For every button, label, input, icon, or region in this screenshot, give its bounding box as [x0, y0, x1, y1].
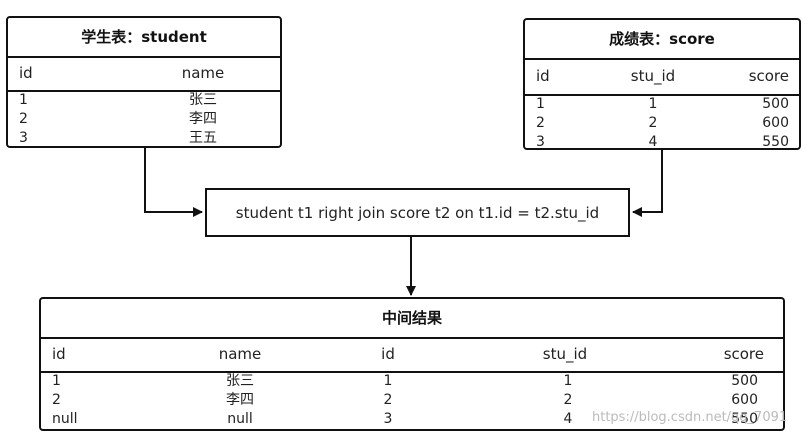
cell-id: 2 [52, 392, 61, 408]
cell-score: 550 [731, 411, 758, 427]
cell-id: 1 [52, 373, 61, 389]
cell-stu-id: 2 [648, 115, 658, 131]
col-header-id: id [52, 345, 66, 363]
score-table-title: 成绩表：score [525, 20, 799, 60]
table-row: 2 2 600 [525, 114, 799, 133]
col-header-id: id [536, 67, 550, 85]
col-header-score: score [748, 67, 789, 85]
cell-stu-id: 1 [563, 373, 573, 389]
cell-stu-id: 4 [563, 411, 573, 427]
cell-name: null [227, 411, 253, 427]
col-header-stu-id: stu_id [542, 345, 588, 363]
cell-id-2: 1 [383, 373, 393, 389]
arrow-score-to-join [632, 150, 663, 217]
table-row: 3 王五 [8, 129, 280, 148]
col-header-stu-id: stu_id [630, 67, 676, 85]
student-table-body: 1 张三 2 李四 3 王五 [8, 91, 280, 148]
cell-stu-id: 1 [648, 96, 658, 112]
table-row: 1 1 500 [525, 95, 799, 114]
cell-id-2: 3 [383, 411, 393, 427]
table-row: 2 李四 [8, 110, 280, 129]
student-table-header: id name [8, 56, 280, 92]
watermark: https://blog.csdn.net/qq_7091 [592, 410, 788, 425]
cell-stu-id: 2 [563, 392, 573, 408]
cell-id: null [52, 411, 78, 427]
cell-name: 李四 [226, 392, 254, 408]
cell-name: 李四 [189, 111, 217, 127]
col-header-id-2: id [381, 345, 395, 363]
table-row: null null 3 4 550 [41, 410, 783, 429]
table-row: 1 张三 1 1 500 [41, 372, 783, 391]
student-table: 学生表：student id name 1 张三 2 李四 3 王五 [6, 16, 282, 148]
cell-score: 500 [762, 96, 789, 112]
result-table-header: id name id stu_id score [41, 337, 783, 373]
cell-id: 1 [19, 92, 28, 108]
score-table: 成绩表：score id stu_id score 1 1 500 2 2 60… [523, 18, 801, 150]
table-row: 2 李四 2 2 600 [41, 391, 783, 410]
join-operation-label: student t1 right join score t2 on t1.id … [235, 203, 600, 222]
result-table-body: 1 张三 1 1 500 2 李四 2 2 600 null null 3 4 … [41, 372, 783, 429]
cell-id: 3 [536, 134, 545, 150]
cell-score: 500 [731, 373, 758, 389]
cell-id: 2 [536, 115, 545, 131]
table-row: 1 张三 [8, 91, 280, 110]
join-operation-box: student t1 right join score t2 on t1.id … [205, 188, 630, 237]
cell-id: 3 [19, 130, 28, 146]
cell-score: 600 [762, 115, 789, 131]
score-table-header: id stu_id score [525, 58, 799, 96]
col-header-name: name [181, 64, 225, 82]
cell-id-2: 2 [383, 392, 393, 408]
col-header-name: name [218, 345, 262, 363]
cell-id: 1 [536, 96, 545, 112]
cell-name: 张三 [189, 92, 217, 108]
arrow-student-to-join [144, 148, 203, 217]
student-table-title: 学生表：student [8, 18, 280, 58]
cell-score: 550 [762, 134, 789, 150]
cell-name: 王五 [189, 130, 217, 146]
col-header-score: score [723, 345, 764, 363]
result-table-title: 中间结果 [41, 299, 783, 339]
table-row: 3 4 550 [525, 133, 799, 152]
cell-id: 2 [19, 111, 28, 127]
col-header-id: id [19, 64, 33, 82]
cell-score: 600 [731, 392, 758, 408]
cell-stu-id: 4 [648, 134, 658, 150]
score-table-body: 1 1 500 2 2 600 3 4 550 [525, 95, 799, 152]
result-table: 中间结果 id name id stu_id score 1 张三 1 1 50… [39, 297, 785, 431]
cell-name: 张三 [226, 373, 254, 389]
